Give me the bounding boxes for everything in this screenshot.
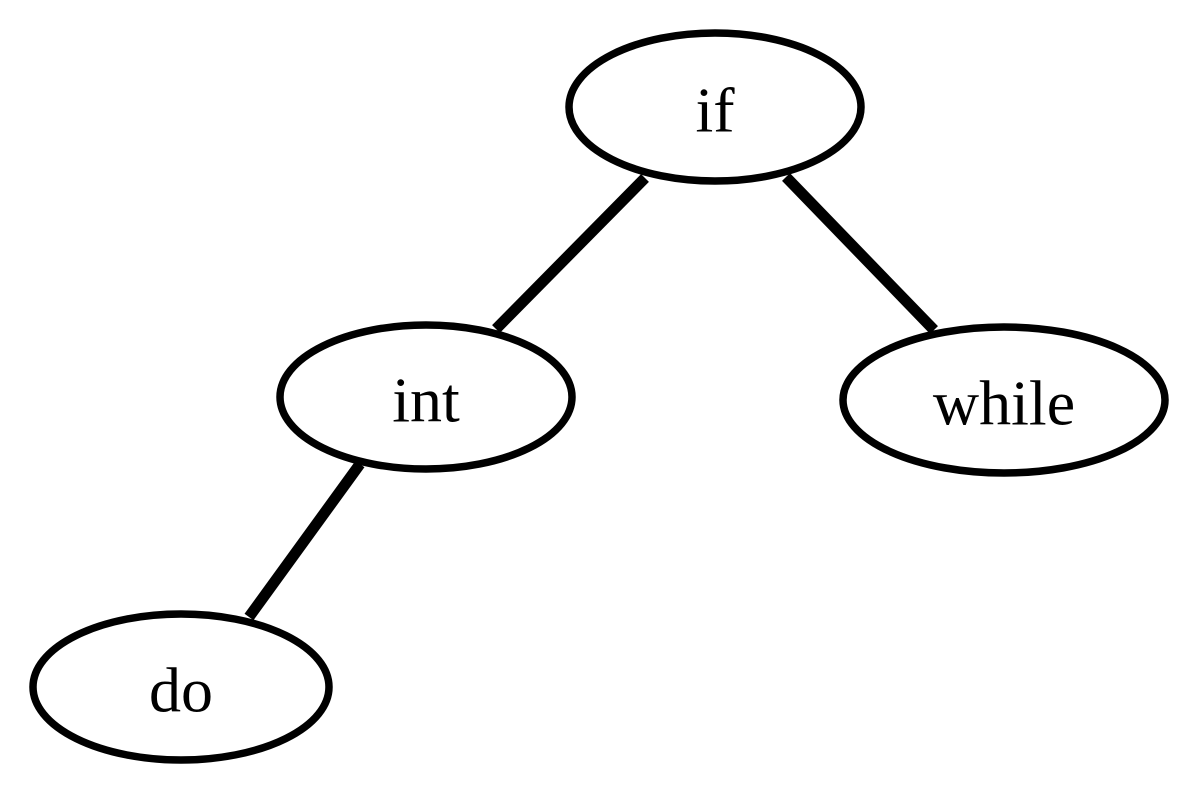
node-if-label: if — [695, 75, 735, 146]
edge-if-while[interactable] — [782, 173, 938, 334]
node-int-ellipse[interactable] — [276, 321, 576, 473]
node-while-ellipse[interactable] — [839, 323, 1169, 477]
node-do-ellipse[interactable] — [29, 610, 333, 764]
node-if[interactable]: if — [565, 29, 865, 185]
edge-group — [244, 173, 938, 621]
node-while[interactable]: while — [839, 323, 1169, 477]
edge-int-do[interactable] — [244, 460, 365, 621]
node-do-label: do — [149, 655, 213, 726]
node-while-label: while — [933, 368, 1075, 439]
edge-if-int[interactable] — [492, 174, 649, 333]
node-if-ellipse[interactable] — [565, 29, 865, 185]
node-do[interactable]: do — [29, 610, 333, 764]
node-int-label: int — [392, 365, 460, 436]
node-int[interactable]: int — [276, 321, 576, 473]
node-group: if int while do — [29, 29, 1169, 764]
